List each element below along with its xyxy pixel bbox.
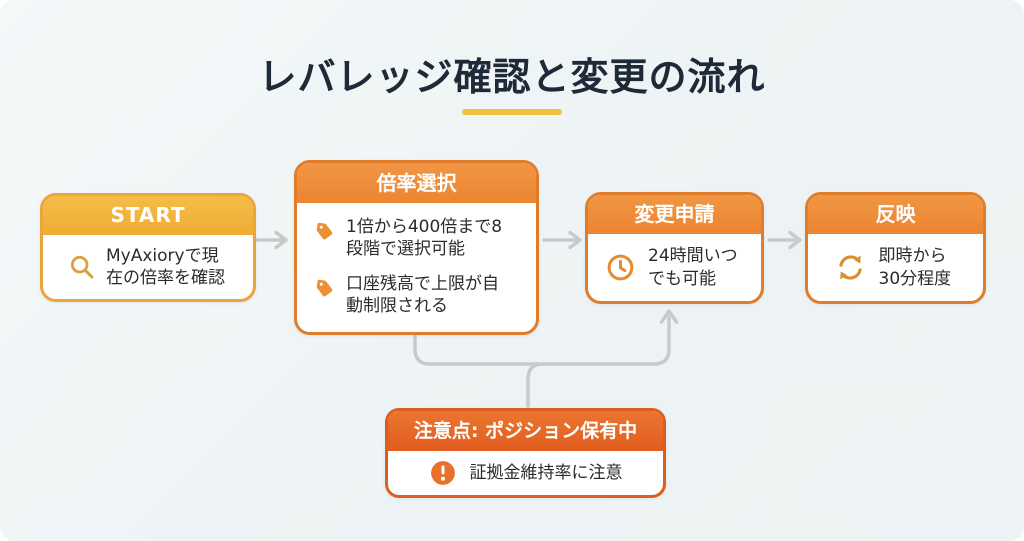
change-request-node: 変更申請 24時間いつでも可能	[585, 192, 764, 304]
start-node-header: START	[43, 196, 253, 235]
rate-select-item-text: 口座残高で上限が自動制限される	[346, 273, 499, 316]
refresh-icon	[838, 255, 862, 280]
rate-select-node-header: 倍率選択	[297, 163, 536, 203]
reflect-node-text: 即時から30分程度	[878, 246, 952, 289]
caution-node-header: 注意点: ポジション保有中	[388, 411, 663, 451]
change-request-node-text: 24時間いつでも可能	[648, 246, 738, 289]
reflect-node-header: 反映	[808, 195, 983, 234]
clock-icon	[607, 254, 634, 281]
tag-icon	[316, 279, 333, 296]
caution-node-text: 証拠金維持率に注意	[469, 462, 623, 483]
exclamation-icon	[430, 461, 455, 485]
rate-select-item-text: 1倍から400倍まで8段階で選択可能	[346, 216, 503, 260]
change-request-node-header: 変更申請	[588, 195, 761, 234]
reflect-node: 反映 即時から30分程度	[805, 192, 986, 304]
title-underline	[462, 109, 562, 115]
search-icon	[70, 255, 94, 279]
rate-select-item: 1倍から400倍まで8段階で選択可能	[315, 216, 520, 261]
tag-icon	[316, 222, 333, 240]
caution-node: 注意点: ポジション保有中 証拠金維持率に注意	[385, 408, 666, 498]
start-node: START MyAxioryで現在の倍率を確認	[40, 193, 256, 302]
rate-select-item: 口座残高で上限が自動制限される	[315, 273, 520, 318]
start-node-text: MyAxioryで現在の倍率を確認	[106, 245, 225, 288]
rate-select-node: 倍率選択 1倍から400倍まで8段階で選択可能 口座	[294, 160, 539, 335]
connector-caution-branch	[526, 362, 545, 408]
page-title: レバレッジ確認と変更の流れ	[258, 55, 766, 99]
